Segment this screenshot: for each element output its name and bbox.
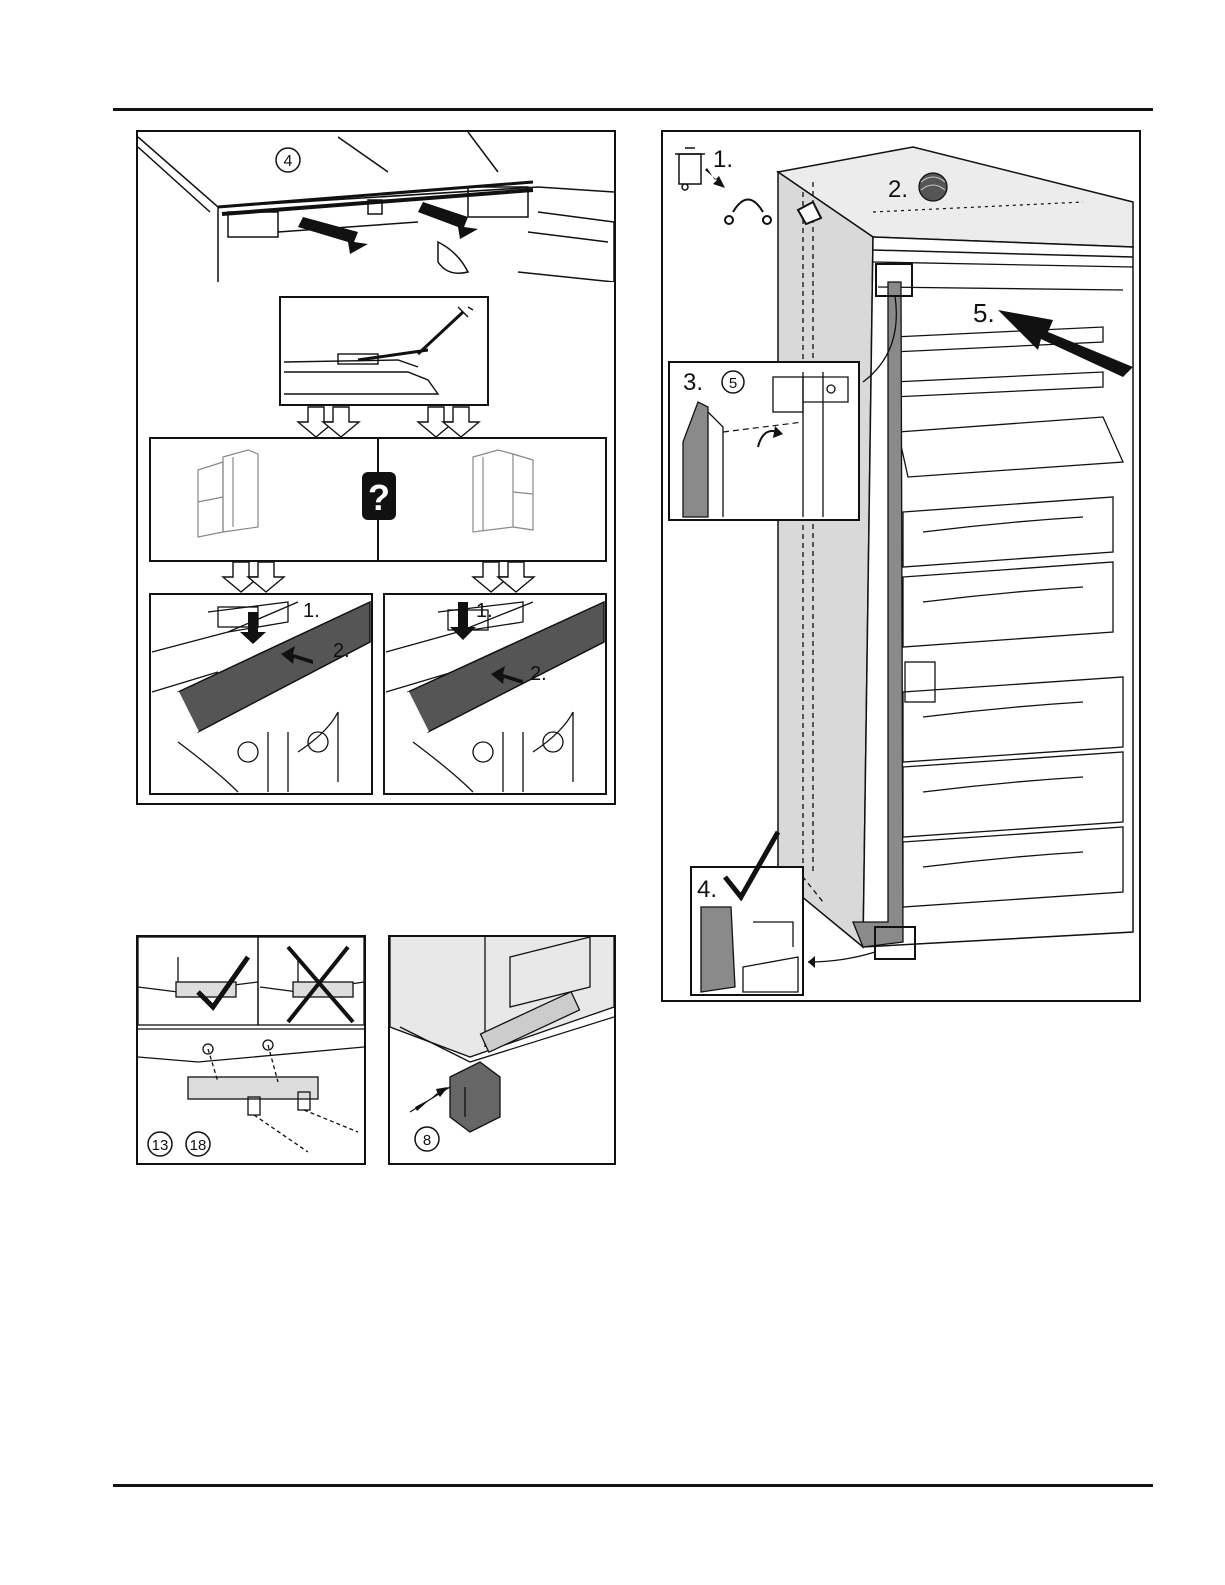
- svg-text:2.: 2.: [530, 663, 547, 685]
- figure-c-drawing: 8: [390, 937, 614, 1163]
- svg-text:3.: 3.: [683, 369, 703, 396]
- step-2-label: 2.: [888, 176, 908, 203]
- bottom-rule: [113, 1484, 1153, 1487]
- cover-cap-part: [450, 1062, 500, 1132]
- yarn-ball-icon: [919, 173, 947, 201]
- step-5-label: 5.: [973, 298, 995, 328]
- step-1-label: 1.: [713, 146, 733, 173]
- svg-text:1.: 1.: [476, 600, 493, 622]
- step-1-label: 1.: [303, 600, 320, 622]
- svg-text:8: 8: [423, 1132, 431, 1149]
- top-rule: [113, 108, 1153, 111]
- figure-appliance-installation: 1. 2. 5. 3.: [661, 130, 1141, 1002]
- svg-text:4: 4: [284, 153, 293, 170]
- svg-text:5.: 5.: [973, 298, 995, 328]
- figure-a-drawing: 4: [138, 132, 614, 803]
- question-icon: ?: [362, 472, 396, 520]
- svg-text:5: 5: [729, 375, 737, 392]
- callout-18: 18: [186, 1132, 210, 1156]
- callout-13: 13: [148, 1132, 172, 1156]
- recycle-bin-icon: [675, 148, 705, 190]
- figure-hinge-cover: 8: [388, 935, 616, 1165]
- detail-left-hinge: 1. 2.: [150, 594, 372, 794]
- figure-d-drawing: 1. 2. 5. 3.: [663, 132, 1139, 1000]
- svg-text:1.: 1.: [713, 146, 733, 173]
- detail-seal-attach: 3. 5: [669, 362, 859, 520]
- callout-4: 4: [276, 148, 300, 172]
- svg-text:2.: 2.: [333, 640, 350, 662]
- svg-text:4.: 4.: [697, 876, 717, 903]
- detail-right-hinge: 1. 2.: [384, 594, 606, 794]
- svg-text:18: 18: [190, 1137, 207, 1154]
- svg-text:1.: 1.: [303, 600, 320, 622]
- step-2-label: 2.: [333, 640, 350, 662]
- svg-text:13: 13: [152, 1137, 169, 1154]
- figure-b-drawing: 13 18: [138, 937, 364, 1163]
- callout-8: 8: [415, 1127, 439, 1151]
- svg-text:?: ?: [368, 477, 390, 518]
- svg-text:2.: 2.: [888, 176, 908, 203]
- callout-5: 5: [722, 371, 744, 393]
- figure-top-cover-mounting: 4: [136, 130, 616, 805]
- figure-bracket-screws: 13 18: [136, 935, 366, 1165]
